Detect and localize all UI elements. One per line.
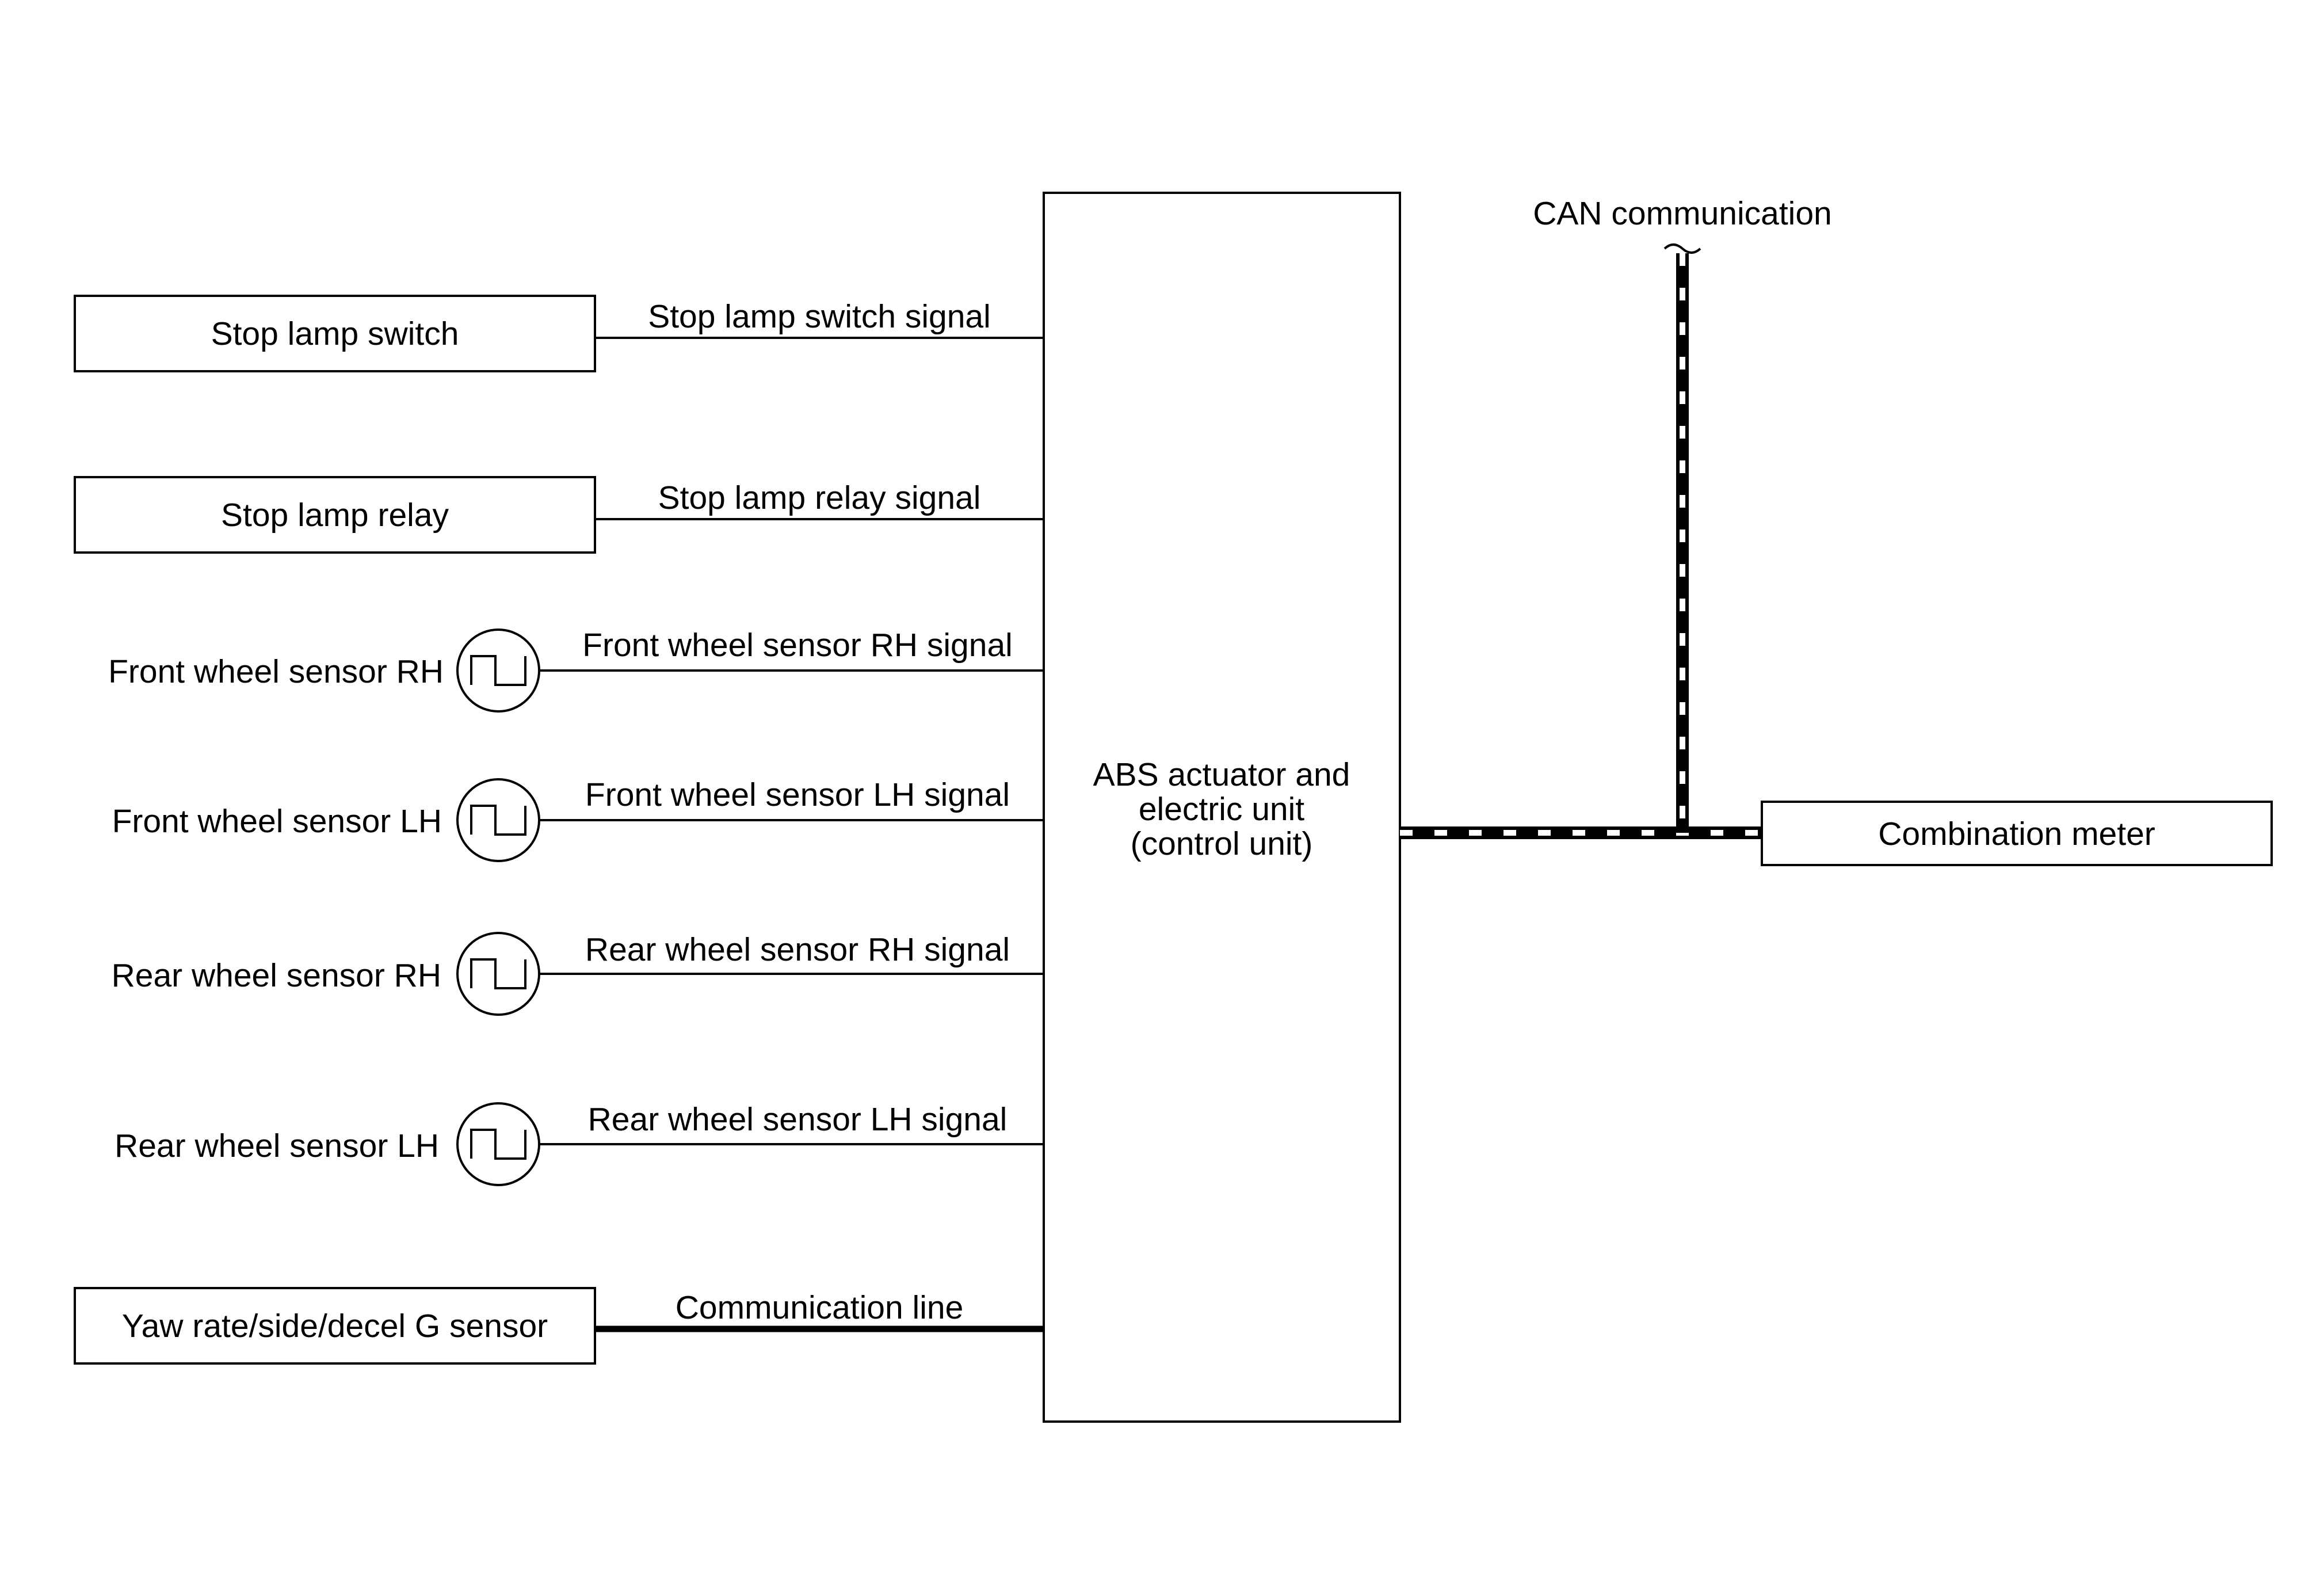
abs-control-unit: ABS actuator and electric unit (control …	[1043, 192, 1401, 1423]
front-wheel-sensor-lh-signal-label: Front wheel sensor LH signal	[585, 776, 1010, 813]
front-wheel-sensor-rh-label: Front wheel sensor RH	[108, 653, 444, 690]
yaw-rate-sensor-label: Yaw rate/side/decel G sensor	[122, 1308, 548, 1344]
stop-lamp-switch-label: Stop lamp switch	[211, 315, 459, 352]
front-wheel-sensor-rh: Front wheel sensor RH	[108, 628, 540, 713]
combination-meter-block: Combination meter	[1761, 801, 2273, 866]
rear-wheel-sensor-lh: Rear wheel sensor LH	[115, 1102, 540, 1186]
stop-lamp-switch-block: Stop lamp switch	[74, 295, 596, 372]
stop-lamp-relay-label: Stop lamp relay	[221, 497, 449, 534]
stop-lamp-switch-signal-label: Stop lamp switch signal	[648, 298, 991, 335]
stop-lamp-relay-block: Stop lamp relay	[74, 476, 596, 554]
wheel-sensor-symbol-icon	[456, 1102, 540, 1186]
rear-wheel-sensor-lh-signal-label: Rear wheel sensor LH signal	[588, 1101, 1008, 1138]
rear-wheel-sensor-rh-signal-label: Rear wheel sensor RH signal	[585, 931, 1010, 968]
front-wheel-sensor-lh: Front wheel sensor LH	[112, 778, 540, 862]
combination-meter-label: Combination meter	[1878, 816, 2155, 852]
communication-line-label: Communication line	[676, 1289, 964, 1326]
square-wave-icon	[470, 958, 526, 989]
wheel-sensor-symbol-icon	[456, 628, 540, 713]
yaw-rate-sensor-block: Yaw rate/side/decel G sensor	[74, 1287, 596, 1365]
control-unit-label-line-2: electric unit	[1139, 791, 1304, 828]
square-wave-icon	[470, 655, 526, 686]
can-bus: CAN communication	[1400, 195, 1832, 839]
stop-lamp-relay-signal-label: Stop lamp relay signal	[658, 479, 981, 516]
control-unit-label-line-1: ABS actuator and	[1093, 756, 1350, 793]
rear-wheel-sensor-rh: Rear wheel sensor RH	[112, 932, 540, 1016]
control-unit-label-line-3: (control unit)	[1131, 825, 1313, 862]
square-wave-icon	[470, 805, 526, 836]
can-communication-label: CAN communication	[1533, 195, 1832, 232]
front-wheel-sensor-lh-label: Front wheel sensor LH	[112, 803, 442, 840]
front-wheel-sensor-rh-signal-label: Front wheel sensor RH signal	[582, 627, 1013, 664]
rear-wheel-sensor-rh-label: Rear wheel sensor RH	[112, 957, 441, 994]
wheel-sensor-symbol-icon	[456, 932, 540, 1016]
rear-wheel-sensor-lh-label: Rear wheel sensor LH	[115, 1127, 439, 1164]
wheel-sensor-symbol-icon	[456, 778, 540, 862]
can-bus-break-mark	[1663, 243, 1701, 254]
square-wave-icon	[470, 1129, 526, 1160]
